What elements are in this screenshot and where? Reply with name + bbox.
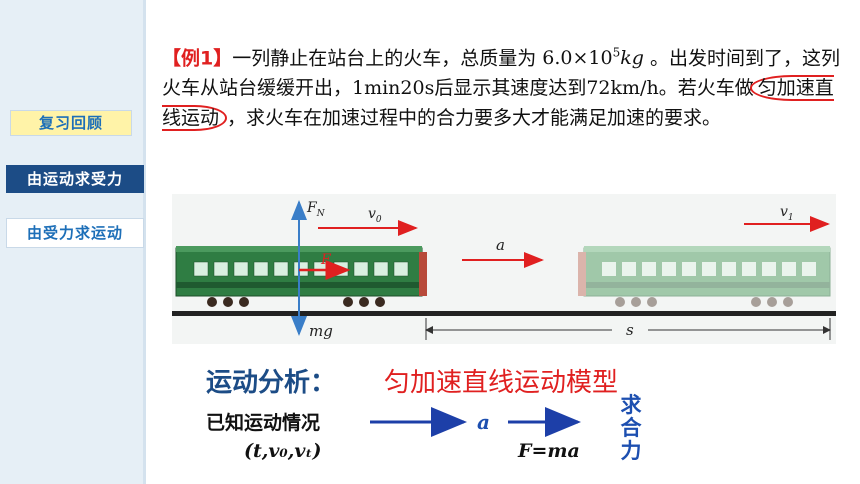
known-motion-label: 已知运动情况 <box>206 412 321 434</box>
v0-label: v0 <box>368 206 382 225</box>
formula-label: F=ma <box>518 440 580 462</box>
v1-label: v1 <box>780 204 794 223</box>
problem-statement: 【例1】一列静止在站台上的火车，总质量为 6.0×105kg 。出发时间到了，这… <box>162 38 852 133</box>
f-label: F <box>320 252 332 268</box>
highlighted-term: 匀加速直线运动 <box>162 75 834 132</box>
flow-arrows <box>370 407 581 437</box>
nav-force-from-motion-button[interactable]: 由运动求受力 <box>6 165 144 193</box>
problem-text-1: 一列静止在站台上的火车，总质量为 <box>232 47 537 70</box>
problem-text-3: ，求火车在加速过程中的合力要多大才能满足加速的要求。 <box>227 107 722 130</box>
find-net-force-label: 求合力 <box>620 393 642 463</box>
analysis-title: 运动分析： <box>206 368 337 398</box>
mass-value: 6.0×105kg <box>542 46 644 70</box>
nav-review-button[interactable]: 复习回顾 <box>10 110 132 136</box>
nav-motion-from-force-button[interactable]: 由受力求运动 <box>6 218 144 248</box>
mg-label: mg <box>309 322 333 340</box>
analysis-model: 匀加速直线运动模型 <box>384 368 619 398</box>
acceleration-label: a <box>477 410 490 434</box>
problem-text-2: 。出发时间到了，这列火车从站台缓缓开出，1min20s后显示其速度达到72km/… <box>162 47 841 100</box>
train-right <box>578 246 831 307</box>
train-diagram: FN v0 F mg a v1 s <box>172 194 836 344</box>
example-tag: 【例1】 <box>162 47 233 70</box>
known-variables: (t,v₀,vₜ) <box>244 440 322 462</box>
rail-track <box>172 311 836 316</box>
s-label: s <box>626 321 634 339</box>
a-diagram-label: a <box>496 236 505 254</box>
fn-label: FN <box>306 200 326 219</box>
sidebar-divider <box>143 0 146 484</box>
